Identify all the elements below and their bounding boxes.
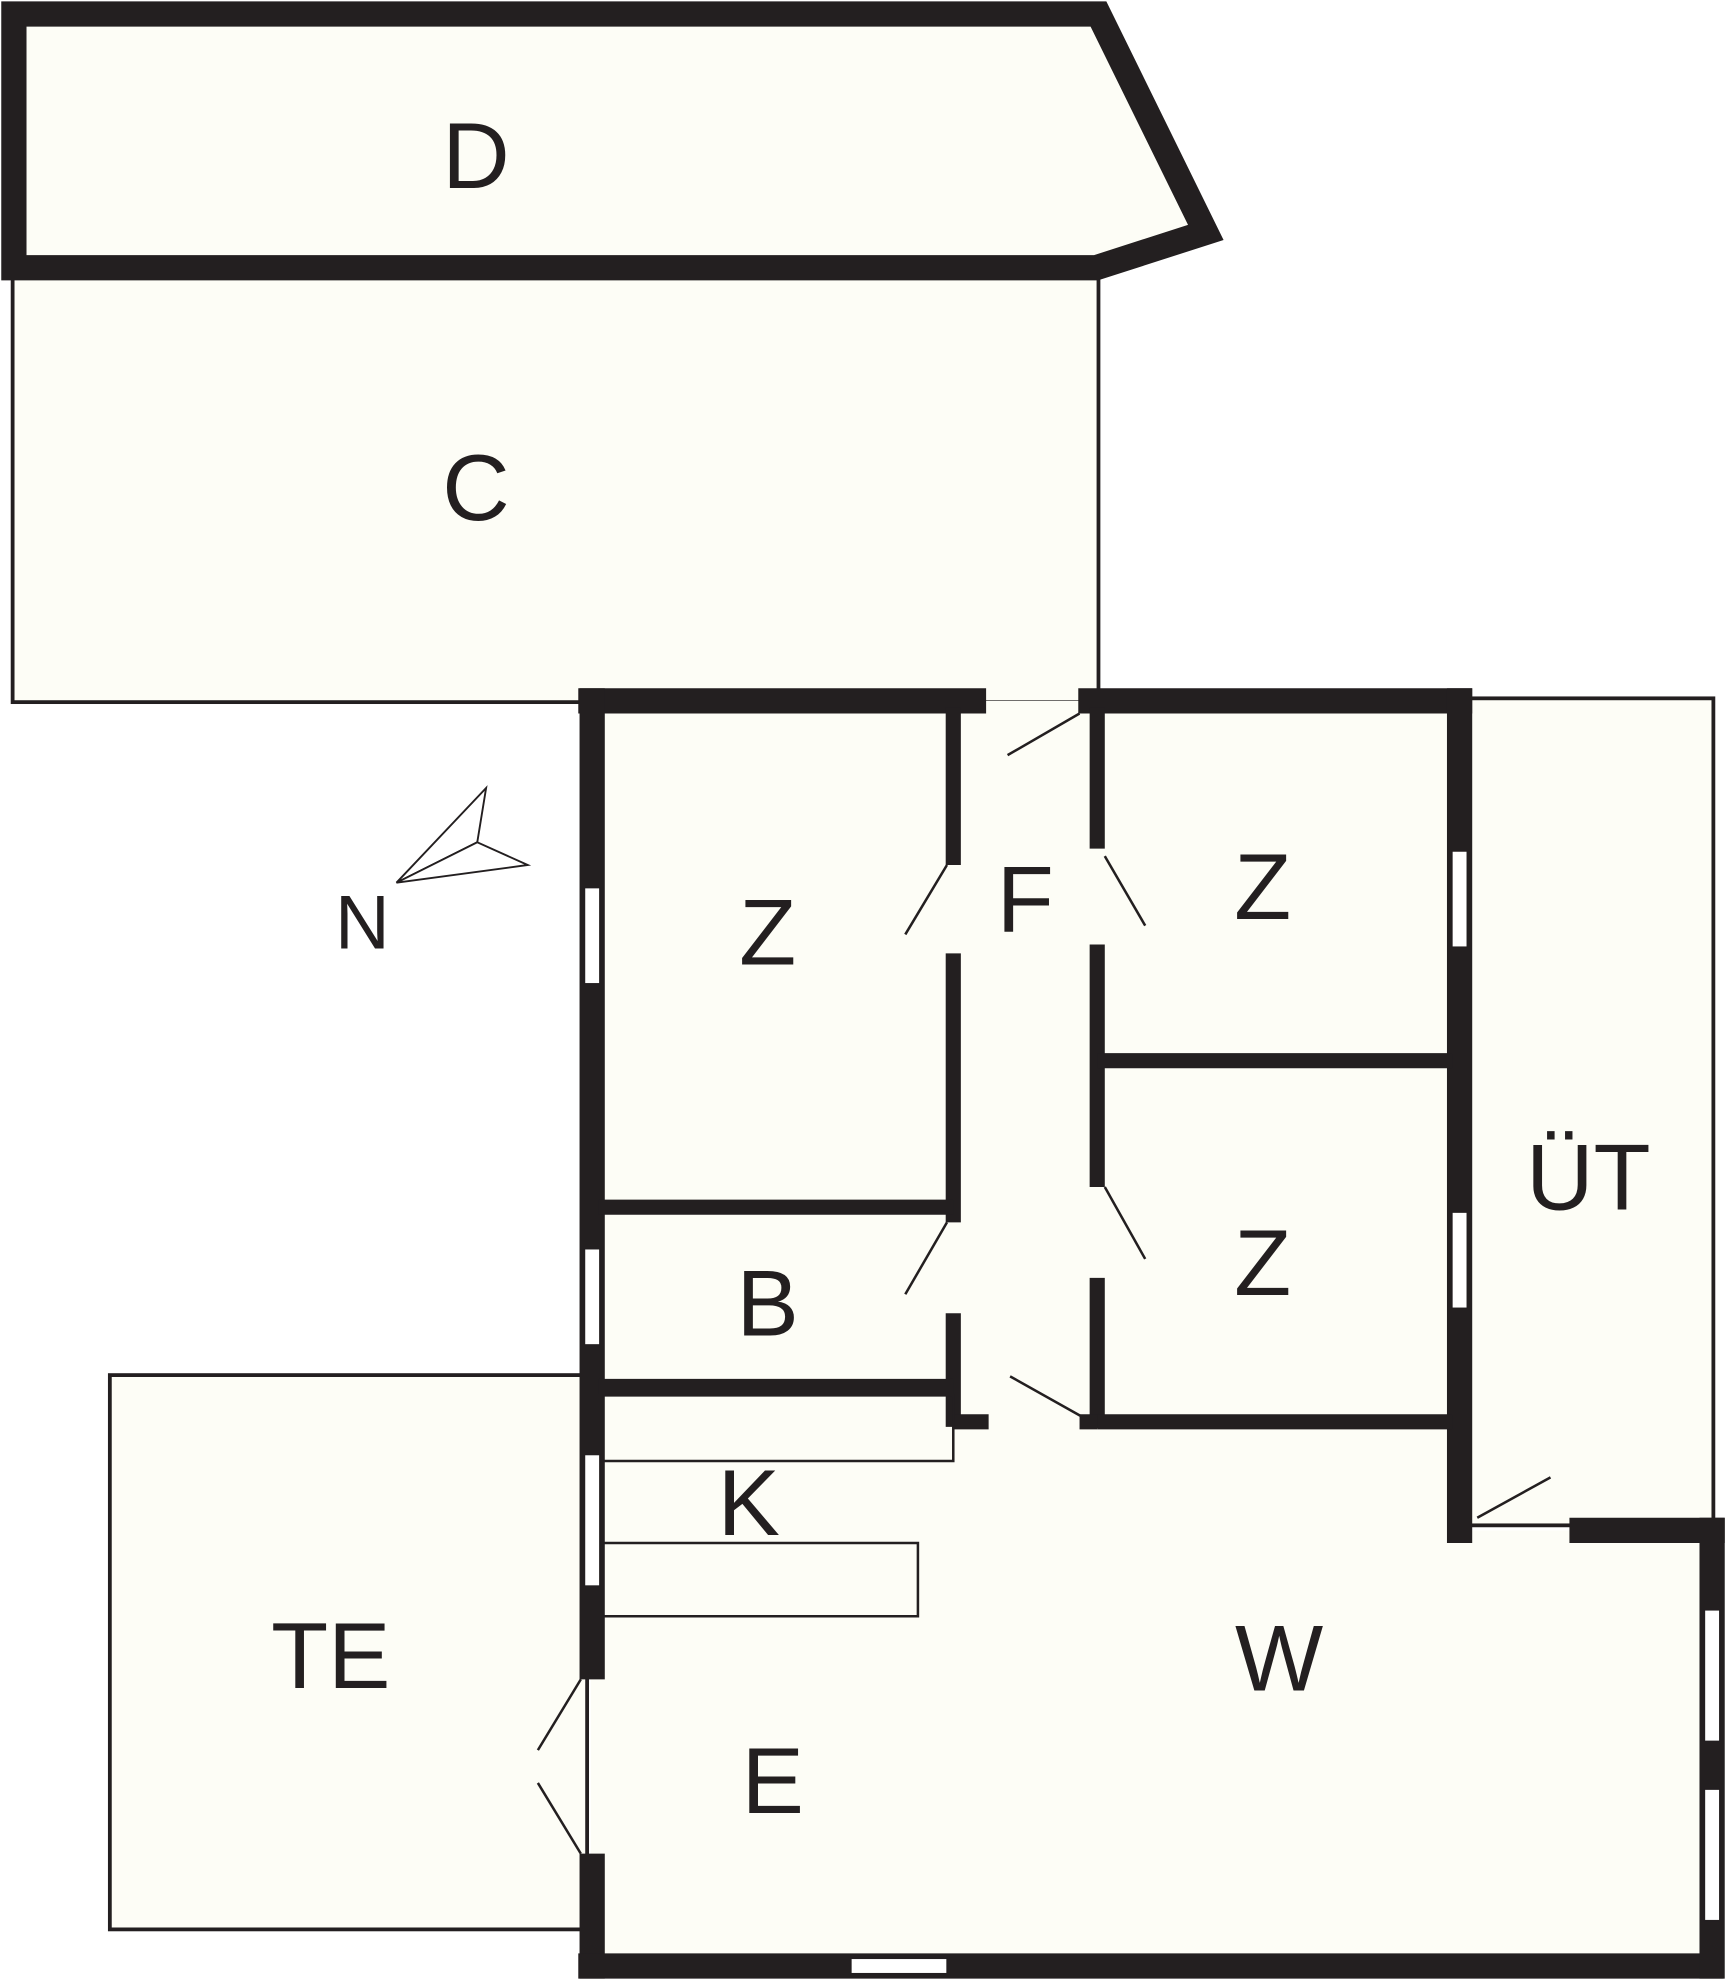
main-building-interior — [590, 700, 1711, 1967]
label-room-e: E — [742, 1728, 804, 1833]
room-c — [10, 265, 1101, 705]
north-arrow-icon — [395, 785, 532, 884]
label-room-f: F — [997, 847, 1054, 952]
label-room-ut: ÜT — [1526, 1124, 1651, 1229]
label-room-b: B — [737, 1251, 799, 1356]
kitchen-counters — [603, 1394, 955, 1618]
label-room-z1: Z — [739, 879, 796, 984]
compass-label: N — [335, 881, 390, 966]
label-room-w: W — [1235, 1605, 1323, 1710]
inner-walls — [598, 707, 1453, 1430]
label-room-te: TE — [271, 1603, 390, 1708]
label-room-z3: Z — [1234, 1210, 1291, 1315]
windows — [583, 850, 1721, 1975]
room-d — [1, 1, 1224, 281]
label-room-z2: Z — [1234, 834, 1291, 939]
label-room-k: K — [718, 1450, 780, 1555]
label-room-d: D — [442, 103, 509, 208]
label-room-c: C — [442, 435, 509, 540]
room-ut — [1462, 696, 1716, 1528]
room-te — [107, 1373, 590, 1932]
door-swings — [536, 712, 1552, 1855]
